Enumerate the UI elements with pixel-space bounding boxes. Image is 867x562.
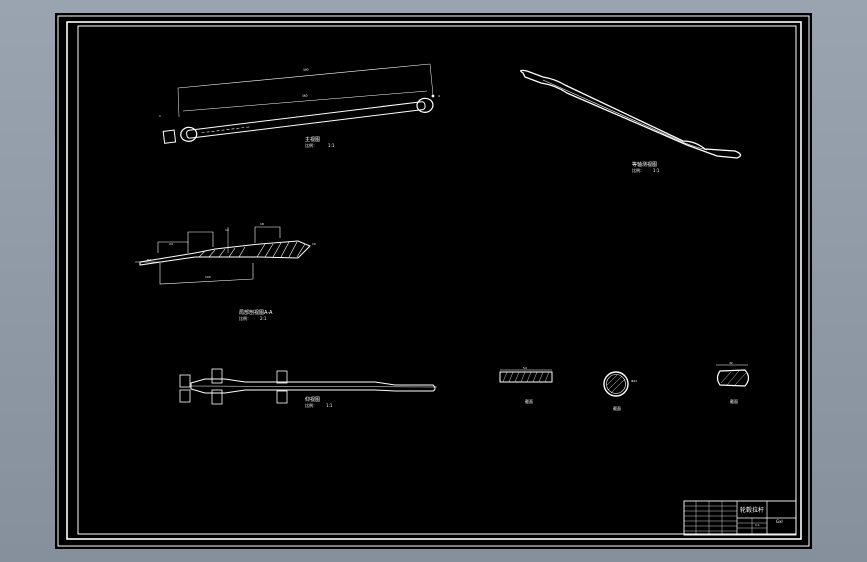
oval-section-hatch	[720, 370, 747, 386]
flat-dim-label: 54	[523, 366, 527, 370]
front-dim-ext-left	[177, 87, 180, 118]
section-dim-h1: 24	[169, 242, 173, 246]
cad-viewport[interactable]: 390 360 1 4 主视图 比例： 1:1 等轴测视图 比例： 1:1	[55, 13, 812, 549]
bottom-clamp-3a	[276, 370, 288, 384]
bottom-clamp-2a	[211, 368, 223, 384]
section-dim-right: 10	[312, 242, 316, 246]
iso-view-scale-label: 比例：	[632, 167, 644, 173]
front-dim-ext-right	[429, 63, 434, 96]
front-view-scale-label: 比例：	[305, 142, 317, 148]
round-section-inner	[606, 374, 626, 394]
section-hatch	[198, 241, 306, 258]
iso-view-title: 等轴测视图	[632, 161, 657, 168]
title-block-code: Gxl	[776, 519, 783, 524]
flat-section-label: 截面	[525, 398, 533, 404]
section-dim-bottom	[159, 263, 254, 285]
round-section-hatch	[606, 374, 626, 394]
front-dim-left: 1	[159, 114, 161, 118]
bottom-clamp-2b	[211, 389, 223, 405]
bottom-body	[190, 378, 436, 394]
cad-drawing[interactable]: 390 360 1 4 主视图 比例： 1:1 等轴测视图 比例： 1:1	[55, 13, 812, 549]
section-oval[interactable]: 32 截面	[716, 361, 750, 404]
bottom-view-scale-value: 1:1	[326, 403, 333, 408]
section-view-title: 局部剖视图A-A	[239, 309, 273, 316]
bottom-clamp-1b	[179, 389, 191, 403]
front-weld-mark	[201, 126, 252, 134]
section-view-scale-value: 2:1	[260, 316, 267, 321]
round-section-outer	[603, 371, 629, 397]
section-dim-box-3	[254, 226, 281, 243]
iso-view-scale-value: 1:1	[653, 168, 660, 173]
front-view[interactable]: 390 360 1 4 主视图 比例： 1:1	[159, 63, 440, 148]
title-block-scale: 1:1	[755, 523, 760, 527]
front-dim-center-line	[182, 90, 428, 112]
front-view-title: 主视图	[305, 136, 320, 143]
iso-body-outline	[520, 69, 742, 159]
section-view-scale-label: 比例：	[239, 315, 251, 321]
inner-border	[66, 21, 802, 540]
front-right-eye	[416, 97, 434, 113]
iso-view[interactable]: 等轴测视图 比例： 1:1	[520, 69, 742, 173]
bottom-clamp-1a	[179, 374, 191, 388]
front-dim-overall-line	[177, 63, 431, 89]
title-block-name: 轮毂拉杆	[740, 506, 764, 514]
oval-section-label: 截面	[730, 398, 738, 404]
section-dim-box-1	[157, 241, 189, 253]
section-dim-r: R2	[147, 258, 151, 262]
iso-body-inner	[542, 79, 708, 151]
front-left-eye	[180, 126, 198, 142]
title-block-grid	[684, 501, 767, 535]
front-dim-right: 4	[438, 94, 440, 98]
front-dim-overall-label: 390	[303, 68, 309, 72]
outer-border	[57, 15, 810, 547]
title-block[interactable]: 轮毂拉杆 Gxl 1:1	[683, 500, 797, 536]
front-dim-center-label: 360	[302, 94, 308, 98]
flat-section-rect	[499, 371, 553, 383]
section-dim-box-2	[187, 231, 214, 247]
section-dim-len: 100	[205, 275, 211, 279]
section-flat[interactable]: 54 截面	[499, 366, 553, 404]
section-dim-d1: 12	[225, 228, 229, 232]
front-view-scale-value: 1:1	[328, 143, 335, 148]
drawing-frame	[77, 25, 797, 535]
front-transition	[366, 105, 385, 109]
section-round[interactable]: Φ22 截面	[603, 371, 637, 411]
bottom-view[interactable]: 仰视图 比例： 1:1	[179, 368, 438, 408]
flat-section-hatch	[502, 371, 550, 383]
bottom-view-title: 仰视图	[305, 396, 320, 403]
front-eye-dot-right	[431, 94, 435, 98]
oval-section	[716, 369, 750, 387]
round-dim-label: Φ22	[631, 379, 637, 383]
front-left-hex	[162, 129, 177, 144]
oval-dim-label: 32	[729, 361, 733, 365]
front-shaft	[186, 101, 426, 139]
section-view[interactable]: 24 18 12 100 R2 10 局部剖视图A-A 比例： 2:1	[135, 222, 316, 321]
bottom-view-scale-label: 比例：	[305, 402, 317, 408]
bottom-centerline	[190, 385, 438, 388]
round-section-label: 截面	[613, 405, 621, 411]
bottom-clamp-3b	[276, 390, 288, 404]
section-dim-h2: 18	[260, 222, 264, 226]
section-profile	[139, 240, 311, 266]
